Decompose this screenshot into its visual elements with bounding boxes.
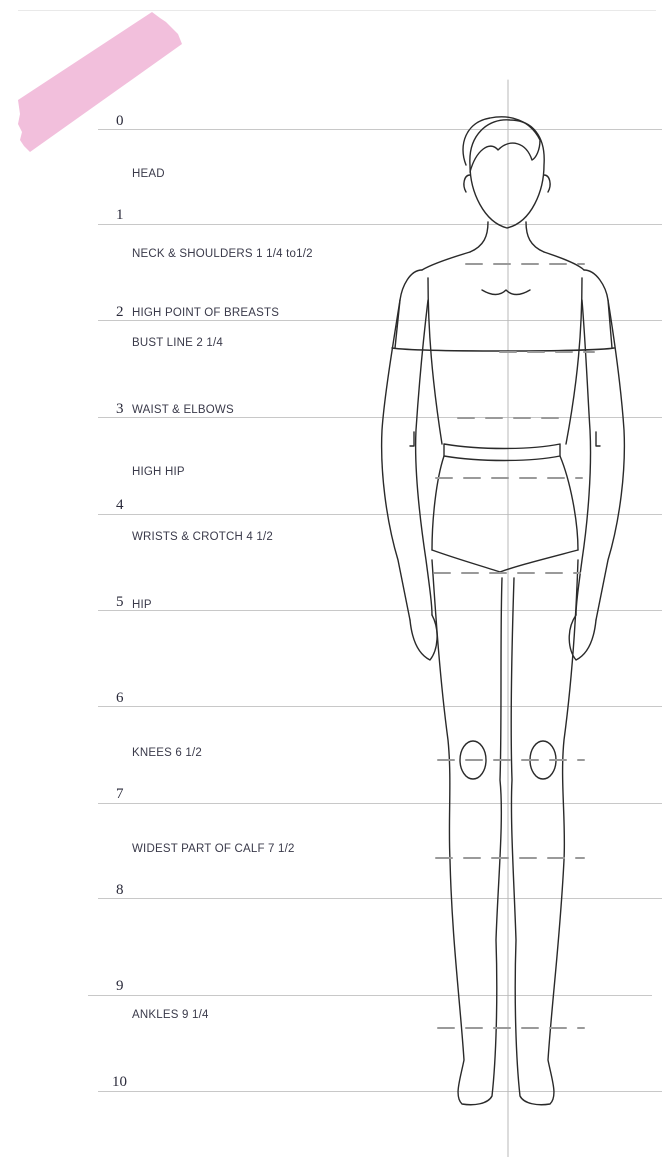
arms (382, 300, 625, 660)
legs (432, 560, 578, 1105)
neck (470, 222, 544, 252)
head (463, 117, 550, 228)
torso (392, 252, 614, 572)
